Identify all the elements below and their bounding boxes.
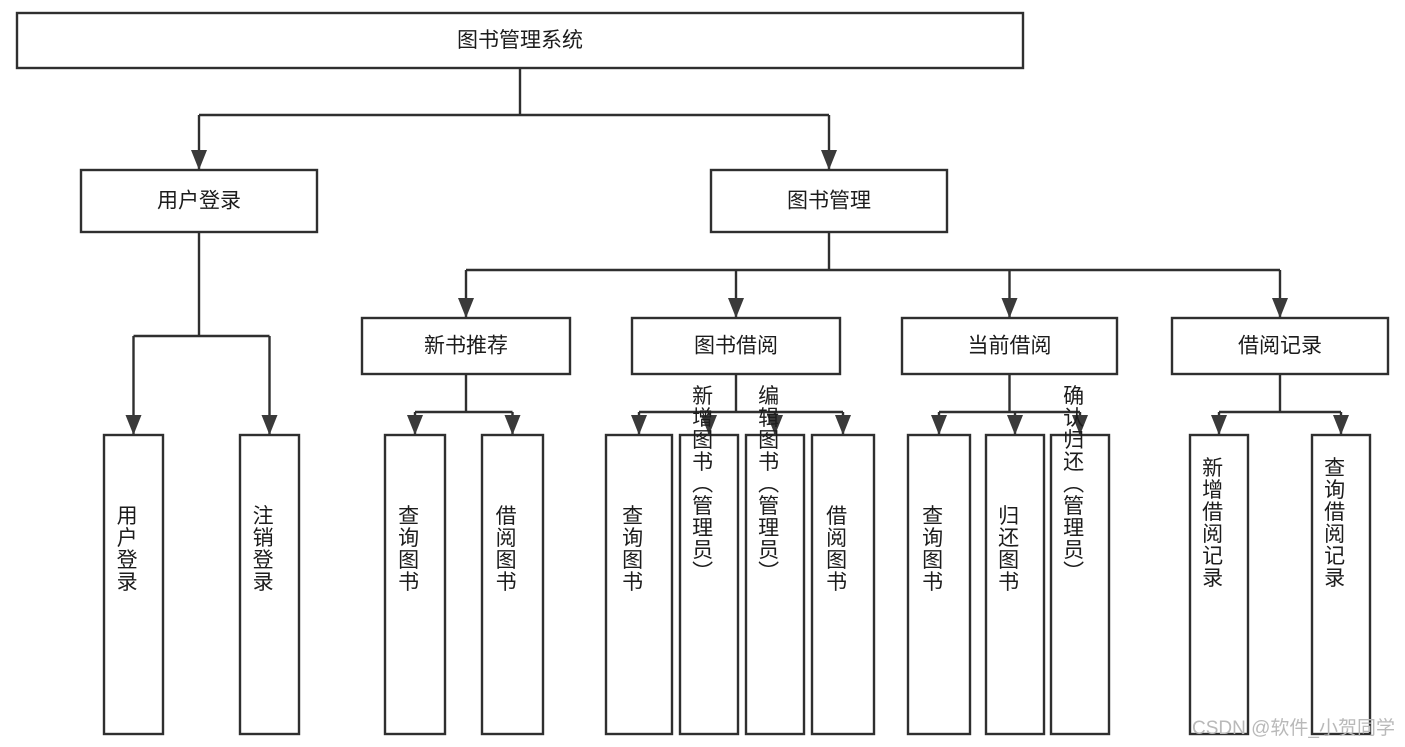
node-layer: 图书管理系统用户登录图书管理新书推荐图书借阅当前借阅借阅记录用户登录注销登录查询… <box>15 11 1390 736</box>
node-box[interactable] <box>383 433 447 736</box>
connector-layer <box>125 68 1349 435</box>
node-label: 当前借阅 <box>968 335 1052 358</box>
node-n-new-book-rec[interactable]: 新书推荐 <box>360 316 572 376</box>
node-box[interactable] <box>1310 433 1372 736</box>
node-label: 借阅图书 <box>493 505 517 593</box>
node-box[interactable] <box>1188 433 1250 736</box>
node-l-add-record[interactable]: 新增借阅记录 <box>1188 433 1250 736</box>
arrow-head-icon <box>504 415 521 435</box>
node-label: 图书管理 <box>787 190 871 213</box>
node-n-book-mgmt[interactable]: 图书管理 <box>709 168 949 234</box>
node-l-add-book[interactable]: 新增图书（管理员） <box>678 385 740 736</box>
arrow-head-icon <box>1333 415 1349 435</box>
node-box[interactable] <box>906 433 972 736</box>
arrow-head-icon <box>1072 415 1088 435</box>
node-label: 归还图书 <box>996 505 1020 593</box>
node-label: 注销登录 <box>250 505 274 593</box>
node-n-book-borrow[interactable]: 图书借阅 <box>630 316 842 376</box>
node-l-return-book[interactable]: 归还图书 <box>984 433 1046 736</box>
node-box[interactable] <box>810 433 876 736</box>
arrow-head-icon <box>821 150 837 170</box>
node-label: 新增借阅记录 <box>1200 457 1224 589</box>
node-root[interactable]: 图书管理系统 <box>15 11 1025 70</box>
node-l-query-record[interactable]: 查询借阅记录 <box>1310 433 1372 736</box>
node-label: 查询图书 <box>396 505 420 593</box>
node-label: 查询图书 <box>920 505 944 593</box>
node-label: 查询借阅记录 <box>1322 457 1346 589</box>
node-label: 图书借阅 <box>694 335 778 358</box>
node-l-user-login[interactable]: 用户登录 <box>102 433 165 736</box>
node-box[interactable] <box>360 316 572 376</box>
node-l-confirm-return[interactable]: 确认归还（管理员） <box>1049 385 1111 736</box>
node-l-query-book-2[interactable]: 查询图书 <box>604 433 674 736</box>
arrow-head-icon <box>407 415 423 435</box>
node-label: 新书推荐 <box>424 335 508 358</box>
node-l-edit-book[interactable]: 编辑图书（管理员） <box>744 385 806 736</box>
node-n-user-login[interactable]: 用户登录 <box>79 168 319 234</box>
arrow-head-icon <box>125 415 142 435</box>
node-box[interactable] <box>15 11 1025 70</box>
node-label: 图书管理系统 <box>457 29 583 52</box>
node-box[interactable] <box>984 433 1046 736</box>
arrow-head-icon <box>767 415 783 435</box>
arrow-head-icon <box>261 415 278 435</box>
node-label: 用户登录 <box>114 505 138 593</box>
arrow-head-icon <box>931 415 947 435</box>
node-l-borrow-book-2[interactable]: 借阅图书 <box>810 433 876 736</box>
node-l-query-book-3[interactable]: 查询图书 <box>906 433 972 736</box>
arrow-head-icon <box>191 150 207 170</box>
node-box[interactable] <box>1170 316 1390 376</box>
arrow-head-icon <box>1211 415 1227 435</box>
node-box[interactable] <box>709 168 949 234</box>
node-label: 借阅图书 <box>824 505 848 593</box>
arrow-head-icon <box>1007 415 1023 435</box>
arrow-head-icon <box>458 298 474 318</box>
node-label: 确认归还（管理员） <box>1061 385 1085 583</box>
node-l-borrow-book-1[interactable]: 借阅图书 <box>480 433 545 736</box>
node-box[interactable] <box>480 433 545 736</box>
arrow-head-icon <box>631 415 647 435</box>
node-box[interactable] <box>630 316 842 376</box>
arrow-head-icon <box>701 415 717 435</box>
node-box[interactable] <box>238 433 301 736</box>
node-box[interactable] <box>1049 433 1111 736</box>
node-box[interactable] <box>678 433 740 736</box>
arrow-head-icon <box>835 415 851 435</box>
arrow-head-icon <box>728 298 744 318</box>
node-label: 新增图书（管理员） <box>690 385 714 583</box>
node-l-query-book-1[interactable]: 查询图书 <box>383 433 447 736</box>
node-n-borrow-record[interactable]: 借阅记录 <box>1170 316 1390 376</box>
arrow-head-icon <box>1272 298 1288 318</box>
arrow-head-icon <box>1001 298 1018 318</box>
node-box[interactable] <box>604 433 674 736</box>
node-label: 查询图书 <box>620 505 644 593</box>
node-box[interactable] <box>744 433 806 736</box>
node-label: 用户登录 <box>157 190 241 213</box>
node-n-current-borrow[interactable]: 当前借阅 <box>900 316 1119 376</box>
node-box[interactable] <box>900 316 1119 376</box>
node-l-logout[interactable]: 注销登录 <box>238 433 301 736</box>
node-label: 编辑图书（管理员） <box>756 385 780 583</box>
node-box[interactable] <box>102 433 165 736</box>
node-box[interactable] <box>79 168 319 234</box>
node-label: 借阅记录 <box>1238 335 1322 358</box>
